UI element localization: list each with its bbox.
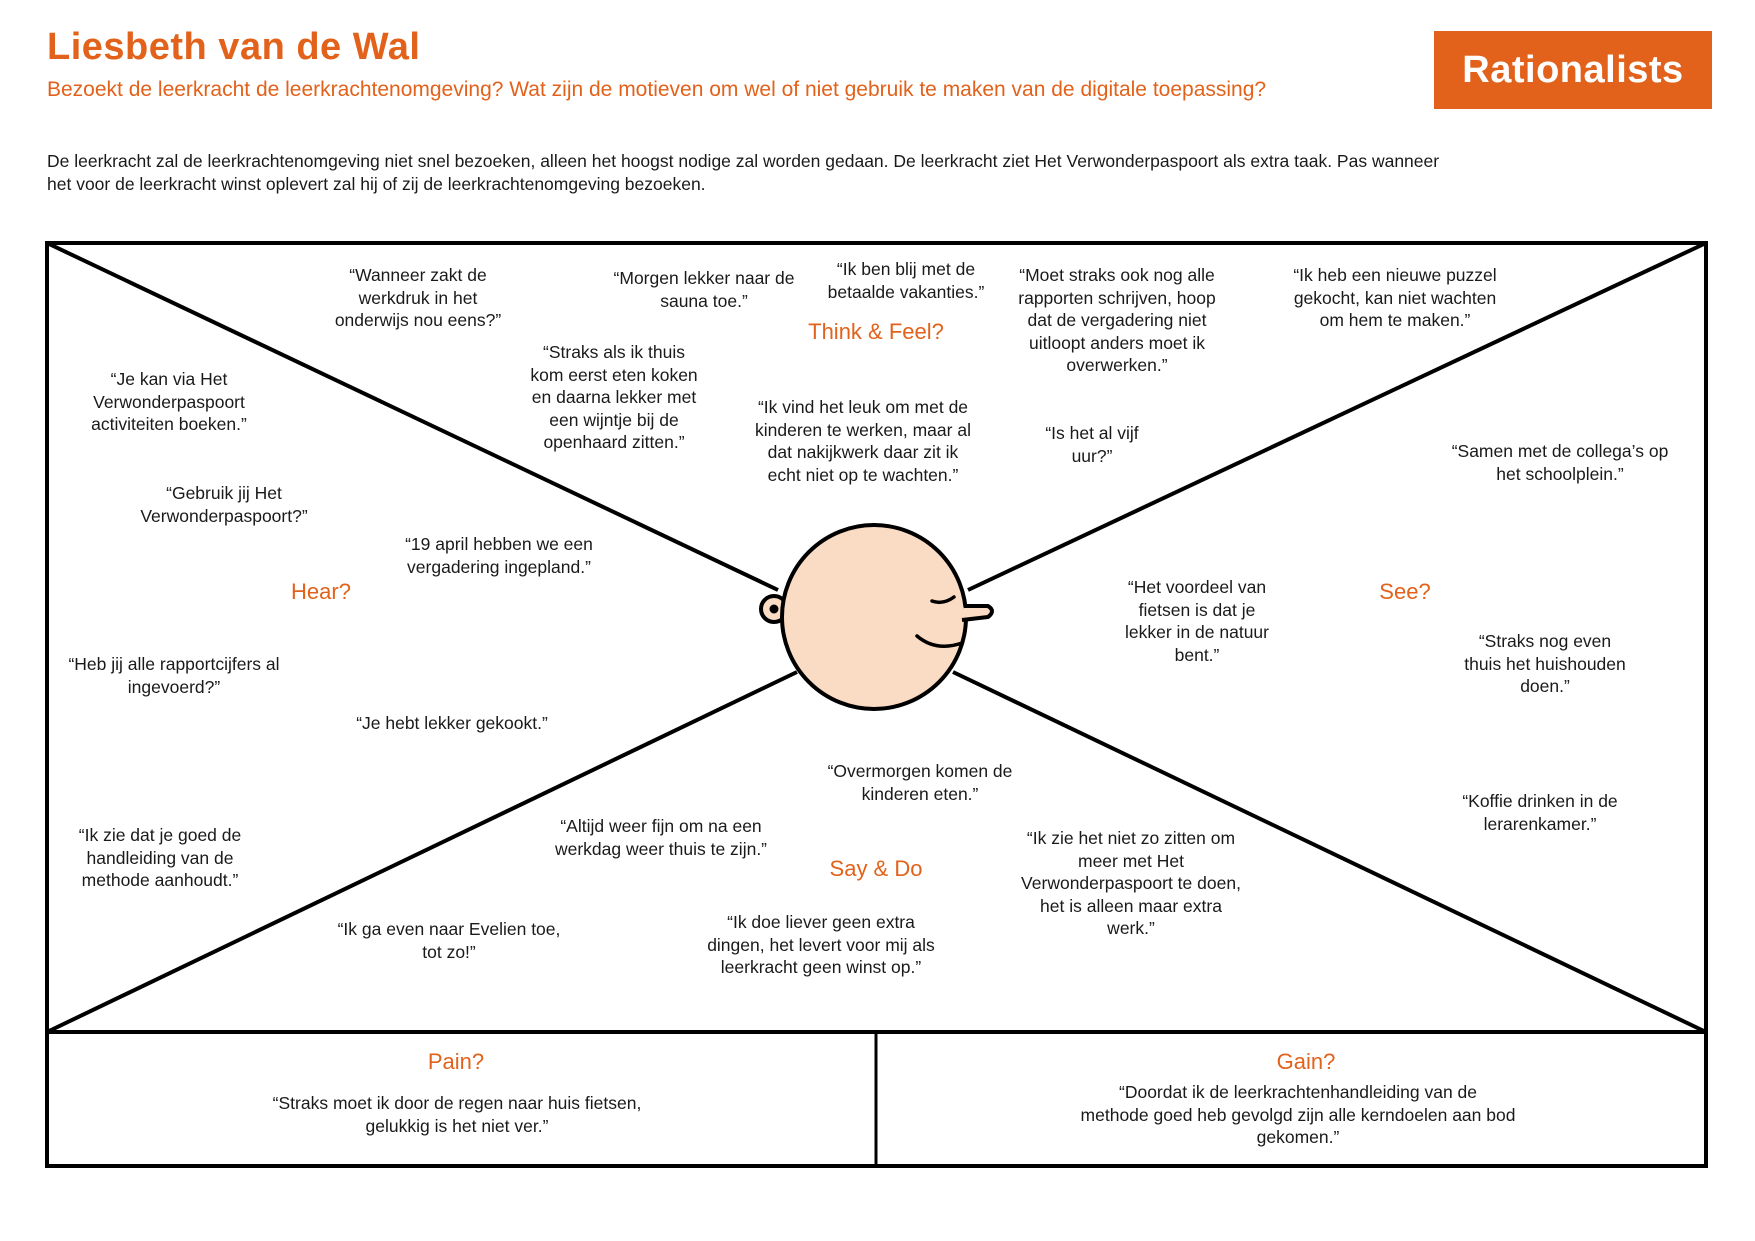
hear-quote: “Je hebt lekker gekookt.” [356,713,548,733]
diagonal-bottom-right [952,670,1707,1034]
pain-quote: “Straks moet ik door de regen naar huis … [272,1093,642,1136]
diagonal-top-left [46,241,779,592]
gain-quote: “Doordat ik de leerkrachtenhandleiding v… [1080,1082,1516,1147]
think-feel-heading: Think & Feel? [808,319,944,344]
face-icon [759,523,994,711]
diagonal-bottom-left [46,670,798,1034]
see-heading: See? [1379,579,1431,604]
diagonal-top-right [967,241,1707,592]
say-do-quote: “Ik ga even naar Evelien toe,tot zo!” [337,919,561,962]
pain-heading: Pain? [427,1049,485,1074]
gain-heading: Gain? [1276,1049,1336,1074]
research-question: Bezoekt de leerkracht de leerkrachtenomg… [47,78,1267,101]
say-do-heading: Say & Do [829,856,923,881]
hear-heading: Hear? [291,579,351,604]
persona-summary: De leerkracht zal de leerkrachtenomgevin… [47,151,1440,194]
persona-name: Liesbeth van de Wal [47,26,421,68]
persona-type-badge: Rationalists [1434,31,1712,109]
